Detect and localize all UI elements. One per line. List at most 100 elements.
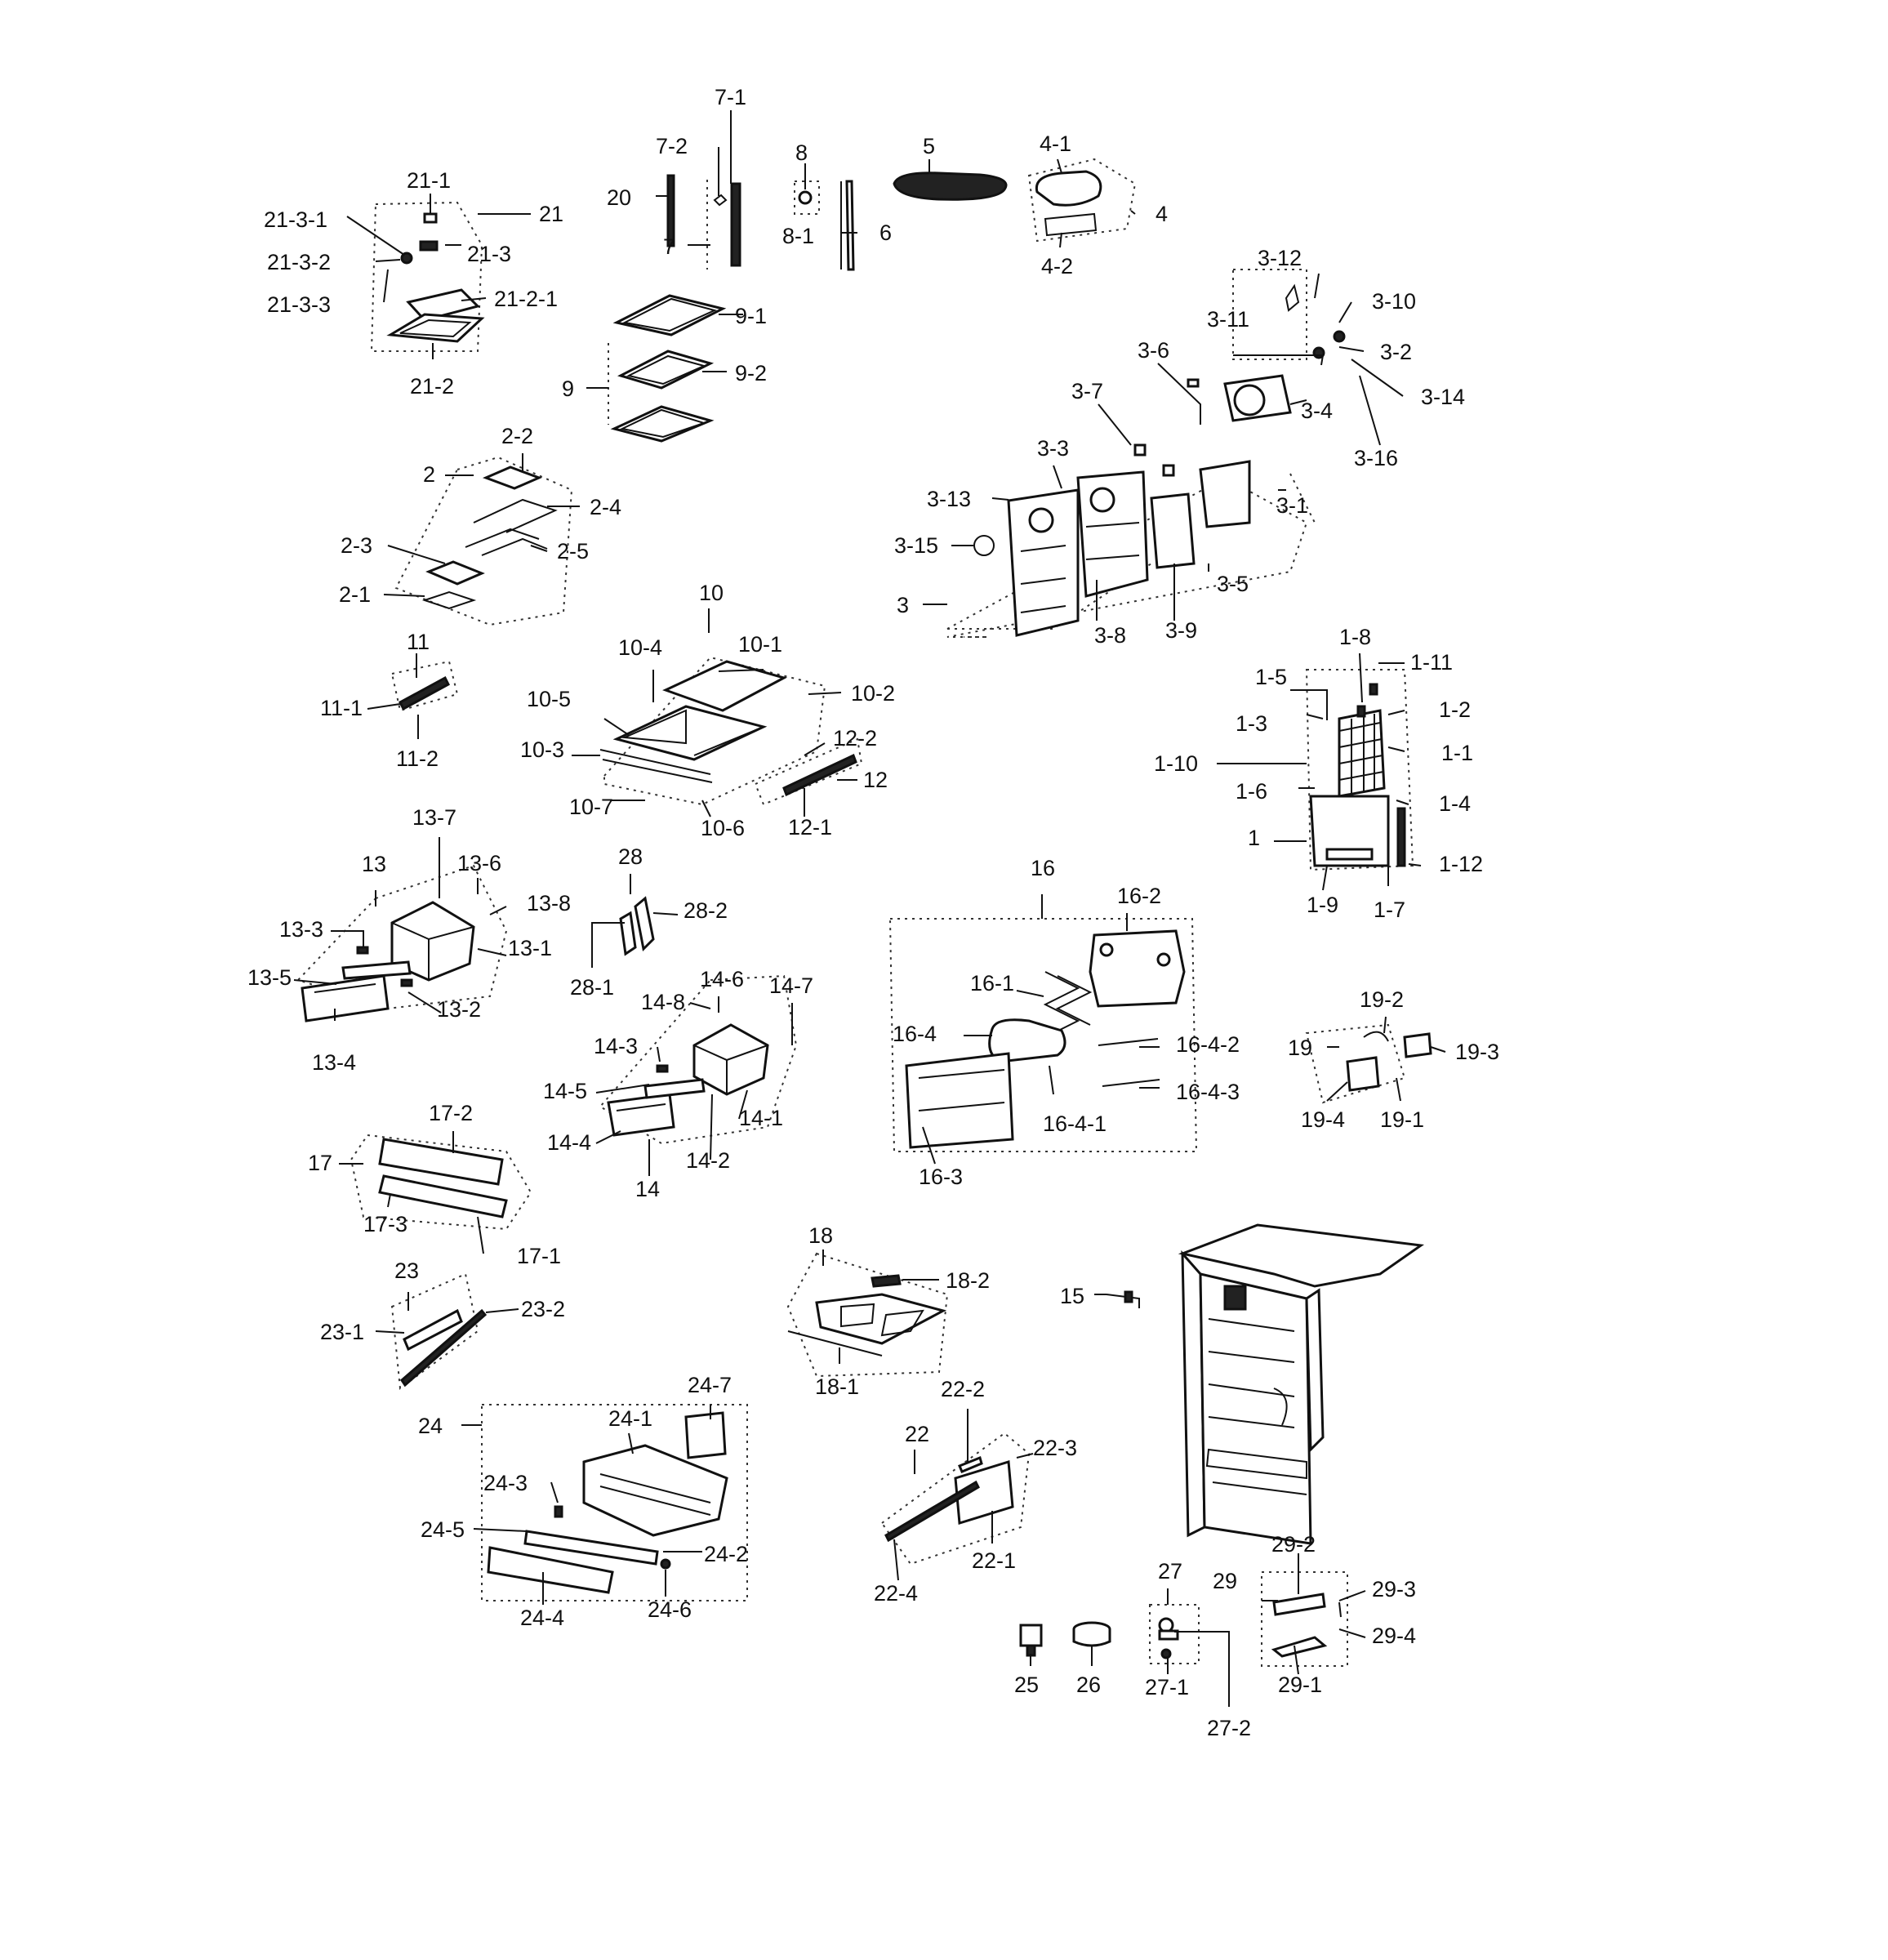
part-26-cap (1072, 1621, 1111, 1647)
label-13-4: 13-4 (312, 1050, 356, 1075)
label-3-15: 3-15 (894, 533, 938, 558)
label-27-2: 27-2 (1207, 1716, 1251, 1740)
label-3-14: 3-14 (1421, 385, 1465, 409)
part-15-small-part (1106, 1290, 1140, 1308)
label-3: 3 (897, 593, 909, 617)
label-3-3: 3-3 (1037, 436, 1069, 461)
label-10-4: 10-4 (618, 635, 662, 660)
label-2-1: 2-1 (339, 582, 371, 607)
label-21-3-3: 21-3-3 (267, 292, 331, 317)
label-16-1: 16-1 (970, 971, 1014, 996)
part-6-strip (840, 180, 855, 271)
label-29-3: 29-3 (1372, 1577, 1416, 1601)
part-21-dispenser (370, 201, 485, 352)
part-18-cover (786, 1252, 949, 1378)
label-16: 16 (1031, 856, 1055, 880)
label-14-2: 14-2 (686, 1148, 730, 1173)
part-13-drawer (296, 864, 508, 1022)
label-1-12: 1-12 (1439, 852, 1483, 876)
label-5: 5 (923, 134, 935, 158)
part-7-door-strip (666, 174, 741, 270)
part-2-shelf-assembly (394, 456, 573, 626)
label-18-1: 18-1 (815, 1374, 859, 1399)
label-1: 1 (1248, 826, 1260, 850)
label-22-3: 22-3 (1033, 1436, 1077, 1460)
label-24-3: 24-3 (483, 1471, 528, 1495)
part-16-filter-assembly (888, 918, 1198, 1152)
label-29: 29 (1213, 1569, 1237, 1593)
label-19-1: 19-1 (1380, 1107, 1424, 1132)
label-14-8: 14-8 (641, 990, 685, 1014)
label-22-4: 22-4 (874, 1581, 918, 1606)
part-27-valve (1149, 1604, 1200, 1664)
part-1-evaporator (1305, 669, 1414, 871)
part-5-cover (893, 172, 1008, 201)
part-9-shelves (608, 294, 727, 443)
label-27-1: 27-1 (1145, 1675, 1189, 1699)
label-24-2: 24-2 (704, 1542, 748, 1566)
label-2-4: 2-4 (590, 495, 621, 519)
label-3-12: 3-12 (1258, 246, 1302, 270)
label-21-2: 21-2 (410, 374, 454, 399)
label-29-4: 29-4 (1372, 1624, 1416, 1648)
label-10-6: 10-6 (701, 816, 745, 840)
label-20: 20 (607, 185, 631, 210)
part-cabinet (1178, 1223, 1425, 1545)
label-1-2: 1-2 (1439, 697, 1471, 722)
label-21-3-2: 21-3-2 (267, 250, 331, 274)
part-12-rail (754, 737, 863, 806)
label-1-7: 1-7 (1374, 898, 1405, 922)
label-2-2: 2-2 (501, 424, 533, 448)
part-23-rail (390, 1272, 488, 1390)
label-14-3: 14-3 (594, 1034, 638, 1058)
part-11-rail (390, 660, 459, 712)
label-21: 21 (539, 202, 563, 226)
label-13-8: 13-8 (527, 891, 571, 915)
label-22-1: 22-1 (972, 1548, 1016, 1573)
label-1-1: 1-1 (1441, 741, 1473, 765)
part-19-module (1305, 1023, 1432, 1104)
label-8-1: 8-1 (782, 224, 814, 248)
part-17-cover (350, 1134, 532, 1231)
part-10-tray-assembly (599, 656, 826, 806)
label-11: 11 (407, 630, 430, 654)
label-16-4-2: 16-4-2 (1176, 1032, 1240, 1057)
label-7-2: 7-2 (656, 134, 688, 158)
label-1-3: 1-3 (1236, 711, 1267, 736)
label-1-5: 1-5 (1255, 665, 1287, 689)
label-14-1: 14-1 (739, 1106, 783, 1130)
label-12-2: 12-2 (833, 726, 877, 751)
label-29-2: 29-2 (1271, 1532, 1316, 1557)
label-24-7: 24-7 (688, 1373, 732, 1397)
label-10-3: 10-3 (520, 737, 564, 762)
label-14-4: 14-4 (547, 1130, 591, 1155)
label-19-2: 19-2 (1360, 987, 1404, 1012)
label-23: 23 (394, 1258, 419, 1283)
label-12: 12 (863, 768, 888, 792)
label-24-5: 24-5 (421, 1517, 465, 1542)
label-3-2: 3-2 (1380, 340, 1412, 364)
label-10-7: 10-7 (569, 795, 613, 819)
label-24-4: 24-4 (520, 1606, 564, 1630)
label-3-9: 3-9 (1165, 618, 1197, 643)
label-21-2-1: 21-2-1 (494, 287, 558, 311)
label-16-4-1: 16-4-1 (1043, 1111, 1107, 1136)
label-1-6: 1-6 (1236, 779, 1267, 804)
label-28-2: 28-2 (684, 898, 728, 923)
label-24-1: 24-1 (608, 1406, 652, 1431)
label-13-6: 13-6 (457, 851, 501, 875)
part-3-evaporator-cover (946, 269, 1346, 638)
label-17-2: 17-2 (429, 1101, 473, 1125)
label-10-5: 10-5 (527, 687, 571, 711)
label-4: 4 (1156, 202, 1168, 226)
label-29-1: 29-1 (1278, 1673, 1322, 1697)
label-1-11: 1-11 (1410, 650, 1453, 675)
label-1-8: 1-8 (1339, 625, 1371, 649)
part-24-drawer-assembly (481, 1404, 748, 1601)
label-15: 15 (1060, 1284, 1084, 1308)
label-28-1: 28-1 (570, 975, 614, 1000)
part-22-rail-assembly (880, 1432, 1031, 1566)
label-18-2: 18-2 (946, 1268, 990, 1293)
label-17-1: 17-1 (517, 1244, 561, 1268)
